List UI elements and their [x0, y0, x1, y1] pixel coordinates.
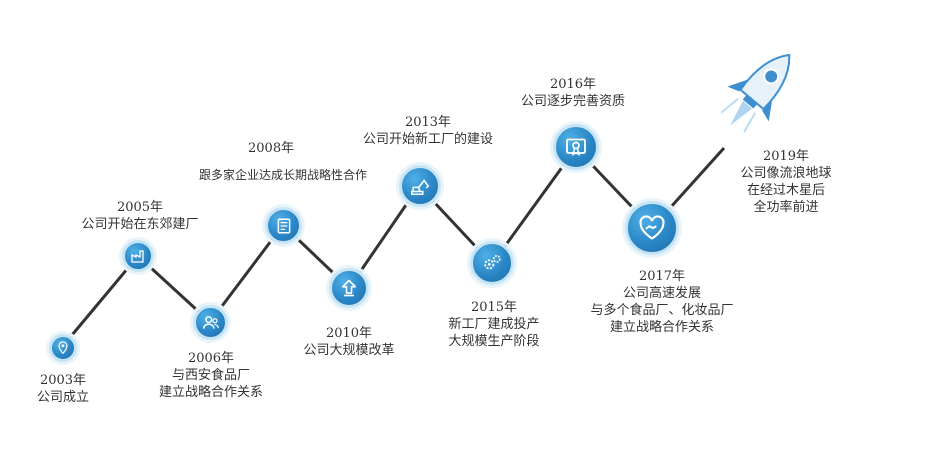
node-2017 — [625, 201, 679, 255]
description-line: 公司像流浪地球 — [740, 166, 832, 181]
description-line: 与多个食品厂、化妆品厂 — [590, 303, 734, 318]
milestone-2013: 2013年 公司开始新工厂的建设 — [338, 114, 518, 148]
milestone-2015: 2015年 新工厂建成投产 大规模生产阶段 — [432, 299, 556, 350]
year-label: 2015年 — [470, 300, 518, 315]
year-label: 2017年 — [638, 269, 686, 284]
milestone-2008: 2008年 跟多家企业达成长期战略性合作 — [178, 140, 388, 184]
upload-arrow-icon — [341, 279, 357, 297]
users-icon — [202, 315, 219, 329]
description-line: 公司成立 — [36, 390, 89, 405]
certificate-icon — [566, 138, 586, 156]
rocket-icon — [720, 53, 791, 133]
description-line: 公司开始在东郊建厂 — [81, 217, 199, 232]
description-line: 建立战略合作关系 — [609, 320, 714, 335]
milestone-2019: 2019年 公司像流浪地球 在经过木星后 全功率前进 — [727, 148, 845, 216]
location-pin-icon — [58, 341, 68, 355]
year-label: 2006年 — [187, 351, 235, 366]
connector-line — [60, 146, 726, 348]
year-label: 2016年 — [549, 77, 597, 92]
factory-icon — [131, 250, 144, 263]
node-2013 — [399, 165, 441, 207]
description-line: 跟多家企业达成长期战略性合作 — [198, 168, 367, 182]
year-label: 2005年 — [116, 200, 164, 215]
description-line: 建立战略合作关系 — [158, 385, 263, 400]
milestone-2006: 2006年 与西安食品厂 建立战略合作关系 — [138, 350, 284, 401]
node-2006 — [193, 305, 228, 340]
description-line: 新工厂建成投产 — [448, 317, 540, 332]
node-2003 — [49, 334, 77, 362]
node-2008 — [265, 207, 302, 244]
description-line: 大规模生产阶段 — [448, 334, 540, 349]
year-label: 2008年 — [248, 141, 295, 156]
milestone-2003: 2003年 公司成立 — [22, 372, 104, 406]
year-label: 2013年 — [404, 115, 452, 130]
node-2015 — [470, 241, 514, 285]
year-label: 2003年 — [39, 373, 87, 388]
description-line: 在经过木星后 — [746, 183, 825, 198]
milestone-2016: 2016年 公司逐步完善资质 — [503, 76, 643, 110]
node-2005 — [122, 240, 154, 272]
year-label: 2019年 — [762, 149, 810, 164]
description-line: 公司高速发展 — [622, 286, 701, 301]
gears-icon — [484, 255, 501, 270]
description-line: 全功率前进 — [753, 200, 819, 215]
milestone-2010: 2010年 公司大规模改革 — [286, 325, 412, 359]
description-line: 公司大规模改革 — [303, 343, 395, 358]
description-line: 公司开始新工厂的建设 — [362, 132, 493, 147]
document-icon — [277, 218, 290, 233]
milestone-2005: 2005年 公司开始在东郊建厂 — [58, 199, 222, 233]
year-label: 2010年 — [325, 326, 373, 341]
description-line: 公司逐步完善资质 — [520, 94, 625, 109]
handshake-heart-icon — [639, 215, 665, 240]
description-line: 与西安食品厂 — [171, 368, 250, 383]
node-2010 — [329, 268, 369, 308]
excavator-icon — [410, 179, 430, 196]
node-2016 — [553, 124, 599, 170]
milestone-2017: 2017年 公司高速发展 与多个食品厂、化妆品厂 建立战略合作关系 — [567, 268, 757, 336]
